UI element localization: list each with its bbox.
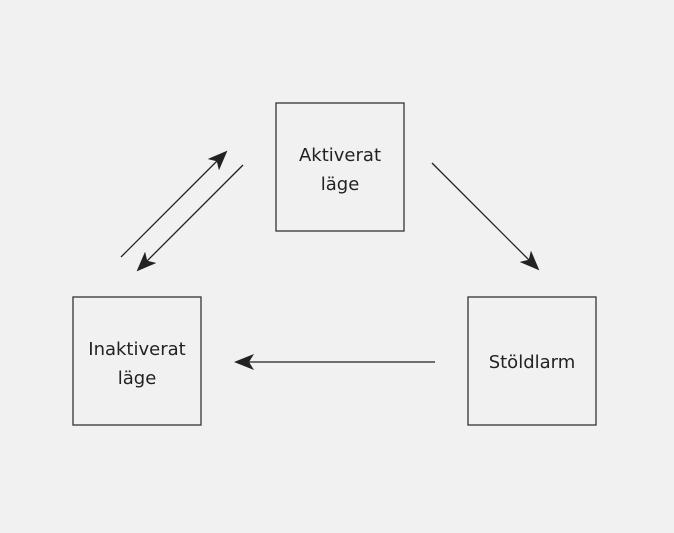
arrow-activated-to-inactivated	[136, 164, 244, 272]
arrow-inactivated-to-activated	[120, 150, 228, 258]
node-activated-label-line2: läge	[321, 174, 360, 195]
node-inactivated-mode: Inaktiverat läge	[72, 296, 202, 426]
node-theft-alarm-label: Stöldlarm	[489, 352, 576, 373]
node-inactivated-label-line1: Inaktiverat	[88, 339, 185, 360]
node-theft-alarm: Stöldlarm	[467, 296, 597, 426]
node-inactivated-label-line2: läge	[118, 368, 157, 389]
node-activated-label-line1: Aktiverat	[299, 145, 381, 166]
node-inactivated-box	[72, 296, 202, 426]
arrow-activated-to-theft-alarm	[431, 162, 540, 271]
node-activated-box	[275, 102, 405, 232]
node-activated-mode: Aktiverat läge	[275, 102, 405, 232]
node-theft-alarm-box	[467, 296, 597, 426]
